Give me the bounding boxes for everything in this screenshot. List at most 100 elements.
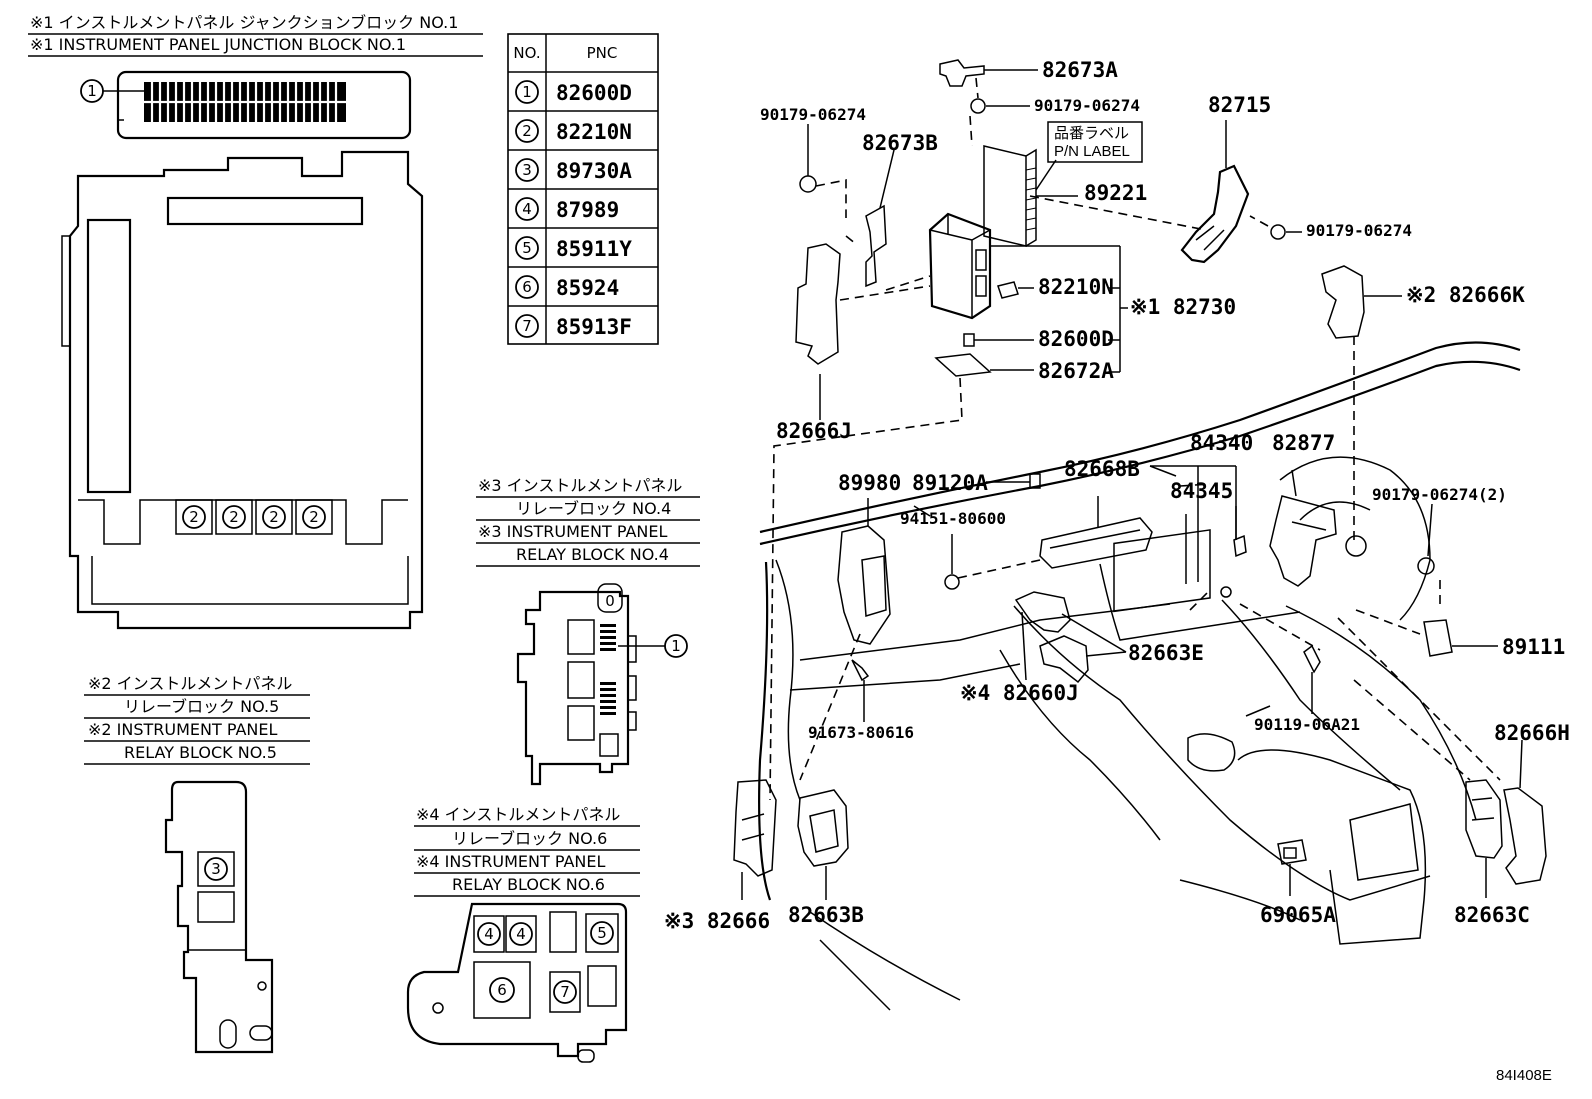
circle-num-3: 3 [211, 860, 221, 878]
pnc-row-code: 89730A [556, 159, 632, 183]
rb6-heading-en-1: ※4 INSTRUMENT PANEL [416, 852, 606, 871]
pnc-row-code: 85913F [556, 315, 632, 339]
relay-block-no5-drawing [164, 780, 274, 1054]
label-91673: 91673-80616 [808, 723, 914, 742]
part-82660J [1014, 591, 1071, 633]
label-82600D: 82600D [1038, 327, 1114, 351]
circle-num-2c: 2 [269, 508, 279, 526]
circle-num-5: 5 [597, 924, 607, 942]
part-82673B [865, 204, 887, 288]
rb4-heading-en-1: ※3 INSTRUMENT PANEL [478, 522, 668, 541]
circle-num-4a: 4 [484, 925, 494, 943]
clip-90179-top [970, 98, 986, 114]
figure-id: 84I408E [1496, 1067, 1552, 1084]
part-89980 [837, 525, 891, 645]
label-89980: 89980 [838, 471, 901, 495]
label-82666H: 82666H [1494, 721, 1570, 745]
label-82730: ※1 82730 [1130, 295, 1236, 319]
table-header-no: NO. [513, 44, 540, 62]
label-82663C: 82663C [1454, 903, 1530, 927]
label-84345: 84345 [1170, 479, 1233, 503]
clip-90179-right [1270, 224, 1286, 240]
clip-90179-left [799, 175, 817, 193]
callout-labels: 82673A 90179-06274 90179-06274 82673B 89… [664, 58, 1570, 933]
circle-num-4b: 4 [516, 925, 526, 943]
label-82660J: ※4 82660J [960, 681, 1079, 705]
circle-num-6: 6 [497, 981, 507, 999]
circle-num-2d: 2 [309, 508, 319, 526]
part-89111 [1423, 619, 1453, 657]
junction-block-no1-front-view [61, 150, 424, 630]
part-82715 [1180, 164, 1250, 264]
pnc-row-number: 6 [522, 278, 532, 296]
pn-label-jp: 品番ラベル [1054, 125, 1129, 142]
circle-num-7: 7 [560, 983, 570, 1001]
clip-90179-2 [1417, 557, 1435, 575]
dashboard-outline [758, 341, 1521, 1011]
label-82715: 82715 [1208, 93, 1271, 117]
table-header-pnc: PNC [587, 44, 618, 62]
part-82210N [997, 281, 1019, 299]
label-90179-2: 90179-06274(2) [1372, 485, 1507, 504]
circle-num-0: 0 [605, 592, 615, 610]
bolt-90119 [1303, 644, 1321, 674]
rb6-heading-en-2: RELAY BLOCK NO.6 [452, 875, 605, 894]
relay-block-no6-drawing [406, 902, 628, 1063]
part-82666J [795, 243, 841, 420]
part-82672A [934, 353, 992, 377]
pnc-row-code: 85911Y [556, 237, 632, 261]
label-82668B: 82668B [1064, 457, 1140, 481]
label-69065A: 69065A [1260, 903, 1336, 927]
clip-94151 [944, 574, 960, 590]
circle-num-2b: 2 [229, 508, 239, 526]
pnc-row-number: 5 [522, 239, 532, 257]
pnc-row-number: 3 [522, 161, 532, 179]
pnc-row-number: 1 [522, 83, 532, 101]
label-82666: ※3 82666 [664, 909, 770, 933]
jb1-heading-jp: ※1 インストルメントパネル ジャンクションブロック NO.1 [30, 13, 458, 32]
part-82663B [797, 789, 849, 867]
pnc-row-number-circle [515, 275, 539, 299]
part-69065A [1277, 839, 1307, 865]
label-82663E: 82663E [1128, 641, 1204, 665]
rb5-heading-en-1: ※2 INSTRUMENT PANEL [88, 720, 278, 739]
pnc-row-number-circle [515, 119, 539, 143]
label-82673B: 82673B [862, 131, 938, 155]
jb1-heading-en: ※1 INSTRUMENT PANEL JUNCTION BLOCK NO.1 [30, 35, 406, 54]
part-89120A [1029, 473, 1041, 489]
part-84345 [1220, 534, 1247, 598]
label-82663B: 82663B [788, 903, 864, 927]
part-82666 [733, 779, 777, 877]
label-82672A: 82672A [1038, 359, 1114, 383]
pnc-row-number: 7 [522, 317, 532, 335]
label-90179-right: 90179-06274 [1306, 221, 1412, 240]
circle-num-1-jb1: 1 [87, 82, 97, 100]
pnc-row-code: 85924 [556, 276, 619, 300]
label-94151: 94151-80600 [900, 509, 1006, 528]
part-89221 [983, 145, 1037, 247]
pnc-row-number-circle [515, 197, 539, 221]
label-82877: 82877 [1272, 431, 1335, 455]
pnc-row-code: 82600D [556, 81, 632, 105]
label-89221: 89221 [1084, 181, 1147, 205]
pnc-row-number-circle [515, 80, 539, 104]
relay-block-no4-drawing [516, 583, 637, 786]
part-82877 [1269, 495, 1337, 587]
rb5-heading-jp-1: ※2 インストルメントパネル [88, 674, 292, 693]
circle-num-2a: 2 [189, 508, 199, 526]
label-89111: 89111 [1502, 635, 1565, 659]
rb4-heading-en-2: RELAY BLOCK NO.4 [516, 545, 669, 564]
label-82666K: ※2 82666K [1406, 283, 1525, 307]
label-84340: 84340 [1190, 431, 1253, 455]
pnc-row-number-circle [515, 158, 539, 182]
bolt-91673 [851, 659, 870, 682]
label-90179-top: 90179-06274 [1034, 96, 1140, 115]
label-82673A: 82673A [1042, 58, 1118, 82]
label-82210N: 82210N [1038, 275, 1114, 299]
pnc-row-code: 87989 [556, 198, 619, 222]
pnc-row-number-circle [515, 314, 539, 338]
pnc-row-number-circle [515, 236, 539, 260]
rb5-heading-en-2: RELAY BLOCK NO.5 [124, 743, 277, 762]
